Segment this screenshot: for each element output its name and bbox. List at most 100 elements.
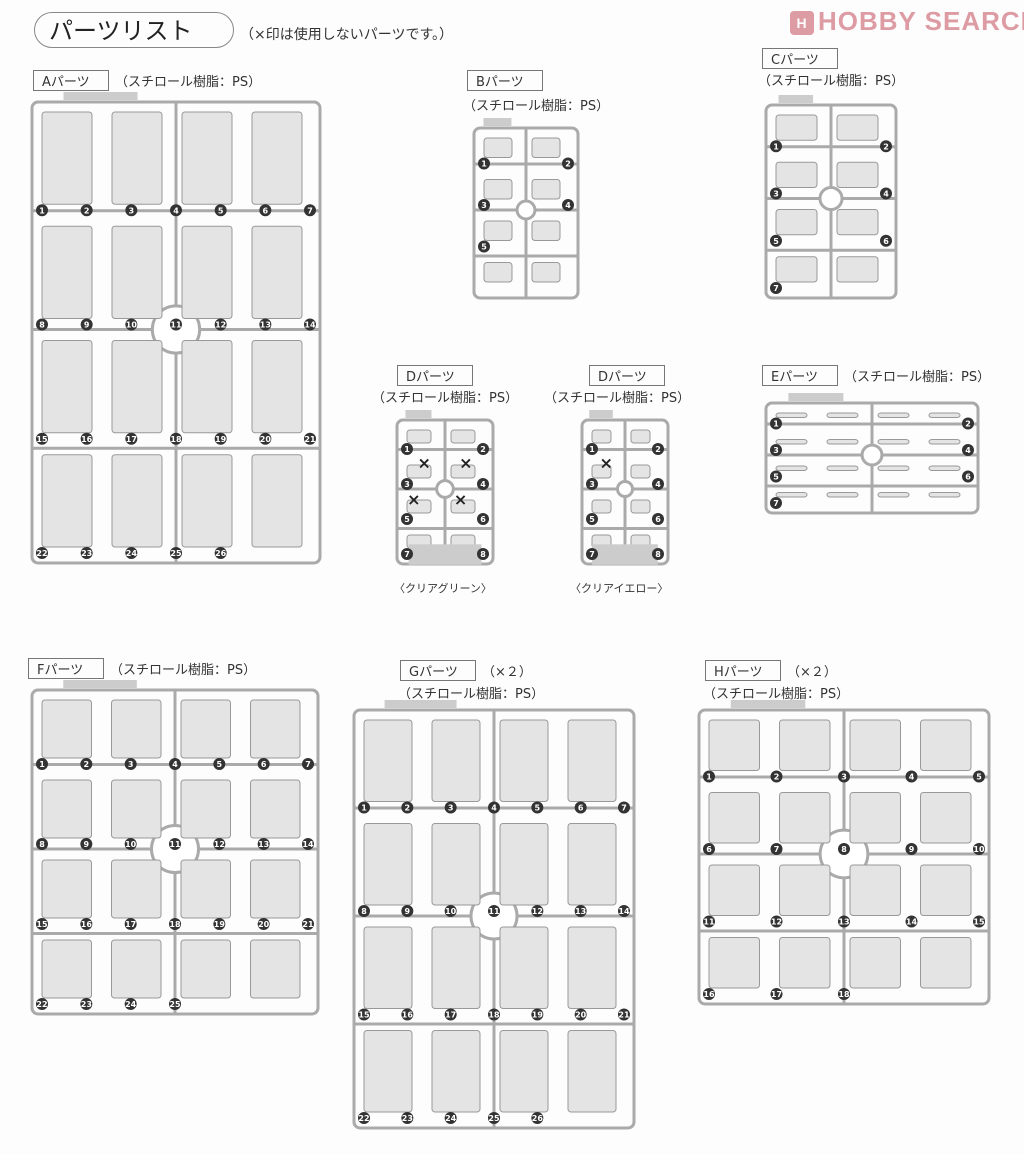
part-shape: [630, 499, 651, 514]
svg-text:4: 4: [480, 480, 486, 489]
part-number: 18: [838, 988, 850, 1000]
part-shape: [877, 439, 910, 445]
part-number: 20: [259, 432, 272, 445]
part-number: 4: [652, 478, 664, 490]
part-number: 17: [770, 988, 783, 1000]
part-number: 14: [302, 838, 314, 850]
part-number: 4: [880, 187, 892, 200]
svg-text:25: 25: [488, 1114, 500, 1123]
svg-text:3: 3: [481, 201, 487, 210]
part-shape: [251, 454, 303, 548]
svg-text:13: 13: [838, 918, 849, 927]
svg-text:9: 9: [84, 321, 90, 330]
part-number: 8: [477, 548, 489, 560]
svg-text:10: 10: [126, 321, 138, 330]
part-number: 15: [358, 1008, 370, 1021]
svg-text:11: 11: [488, 907, 500, 916]
part-shape: [180, 779, 231, 839]
part-number: 1: [770, 140, 782, 153]
svg-text:18: 18: [838, 990, 850, 999]
part-number: 1: [478, 157, 490, 170]
svg-text:12: 12: [532, 907, 543, 916]
part-number: 25: [488, 1112, 500, 1124]
part-number: 1: [703, 770, 715, 783]
svg-text:8: 8: [655, 550, 661, 559]
part-shape: [499, 926, 549, 1009]
part-number: 23: [80, 998, 93, 1010]
svg-text:6: 6: [480, 515, 486, 524]
part-number: 13: [838, 915, 850, 928]
part-shape: [849, 864, 901, 916]
part-number: 8: [36, 838, 48, 850]
svg-text:2: 2: [480, 445, 486, 454]
svg-text:19: 19: [214, 920, 226, 929]
part-number: 9: [401, 905, 414, 917]
svg-text:2: 2: [774, 773, 780, 782]
part-number: 9: [905, 843, 918, 855]
part-number: 2: [770, 770, 783, 783]
svg-text:18: 18: [169, 920, 181, 929]
part-shape: [779, 792, 831, 844]
logo-icon: H: [790, 11, 814, 35]
part-shape: [250, 939, 301, 999]
svg-text:13: 13: [575, 907, 586, 916]
unused-x-mark: ×: [417, 453, 430, 472]
svg-text:5: 5: [589, 515, 595, 524]
part-shape: [928, 465, 961, 471]
svg-text:23: 23: [81, 1000, 92, 1009]
svg-text:8: 8: [480, 550, 486, 559]
part-shape: [483, 262, 513, 283]
svg-text:22: 22: [358, 1114, 369, 1123]
part-number: 7: [770, 282, 782, 294]
svg-text:7: 7: [774, 845, 780, 854]
part-shape: [928, 412, 961, 418]
svg-text:5: 5: [773, 473, 779, 482]
part-shape: [41, 454, 93, 548]
part-shape: [531, 262, 561, 283]
part-shape: [450, 429, 476, 444]
part-shape: [251, 225, 303, 319]
part-number: 16: [80, 918, 93, 930]
svg-text:10: 10: [973, 845, 985, 854]
part-shape: [251, 111, 303, 205]
part-number: 19: [531, 1008, 544, 1021]
part-shape: [406, 429, 432, 444]
part-number: 11: [703, 915, 715, 928]
svg-text:3: 3: [128, 760, 134, 769]
unused-parts-note: （×印は使用しないパーツです。）: [240, 27, 454, 43]
sprue-tag: [483, 118, 512, 126]
svg-text:24: 24: [445, 1114, 457, 1123]
part-shape: [41, 779, 92, 839]
part-shape: [181, 340, 233, 434]
part-number: 21: [618, 1008, 630, 1021]
part-shape: [531, 137, 561, 158]
part-number: 13: [257, 838, 270, 850]
part-number: 4: [170, 204, 182, 217]
part-number: 22: [36, 998, 48, 1010]
part-number: 10: [125, 318, 138, 331]
part-number: 7: [618, 801, 630, 814]
svg-text:6: 6: [263, 206, 269, 215]
part-shape: [849, 937, 901, 989]
part-number: 12: [770, 915, 783, 928]
svg-text:3: 3: [773, 446, 779, 455]
part-shape: [251, 340, 303, 434]
svg-text:1: 1: [773, 142, 779, 151]
part-shape: [111, 939, 162, 999]
svg-text:5: 5: [481, 243, 487, 252]
part-shape: [877, 492, 910, 498]
part-number: 22: [358, 1112, 370, 1124]
part-number: 11: [169, 838, 181, 850]
svg-text:3: 3: [404, 480, 410, 489]
svg-text:12: 12: [215, 321, 226, 330]
part-number: 8: [838, 843, 850, 855]
part-number: 5: [586, 513, 598, 525]
part-shape: [826, 439, 859, 445]
section-d-yellow-material: （スチロール樹脂：PS）: [544, 391, 691, 406]
svg-text:2: 2: [84, 760, 90, 769]
part-shape: [775, 161, 818, 188]
part-shape: [630, 464, 651, 479]
svg-text:5: 5: [535, 804, 541, 813]
